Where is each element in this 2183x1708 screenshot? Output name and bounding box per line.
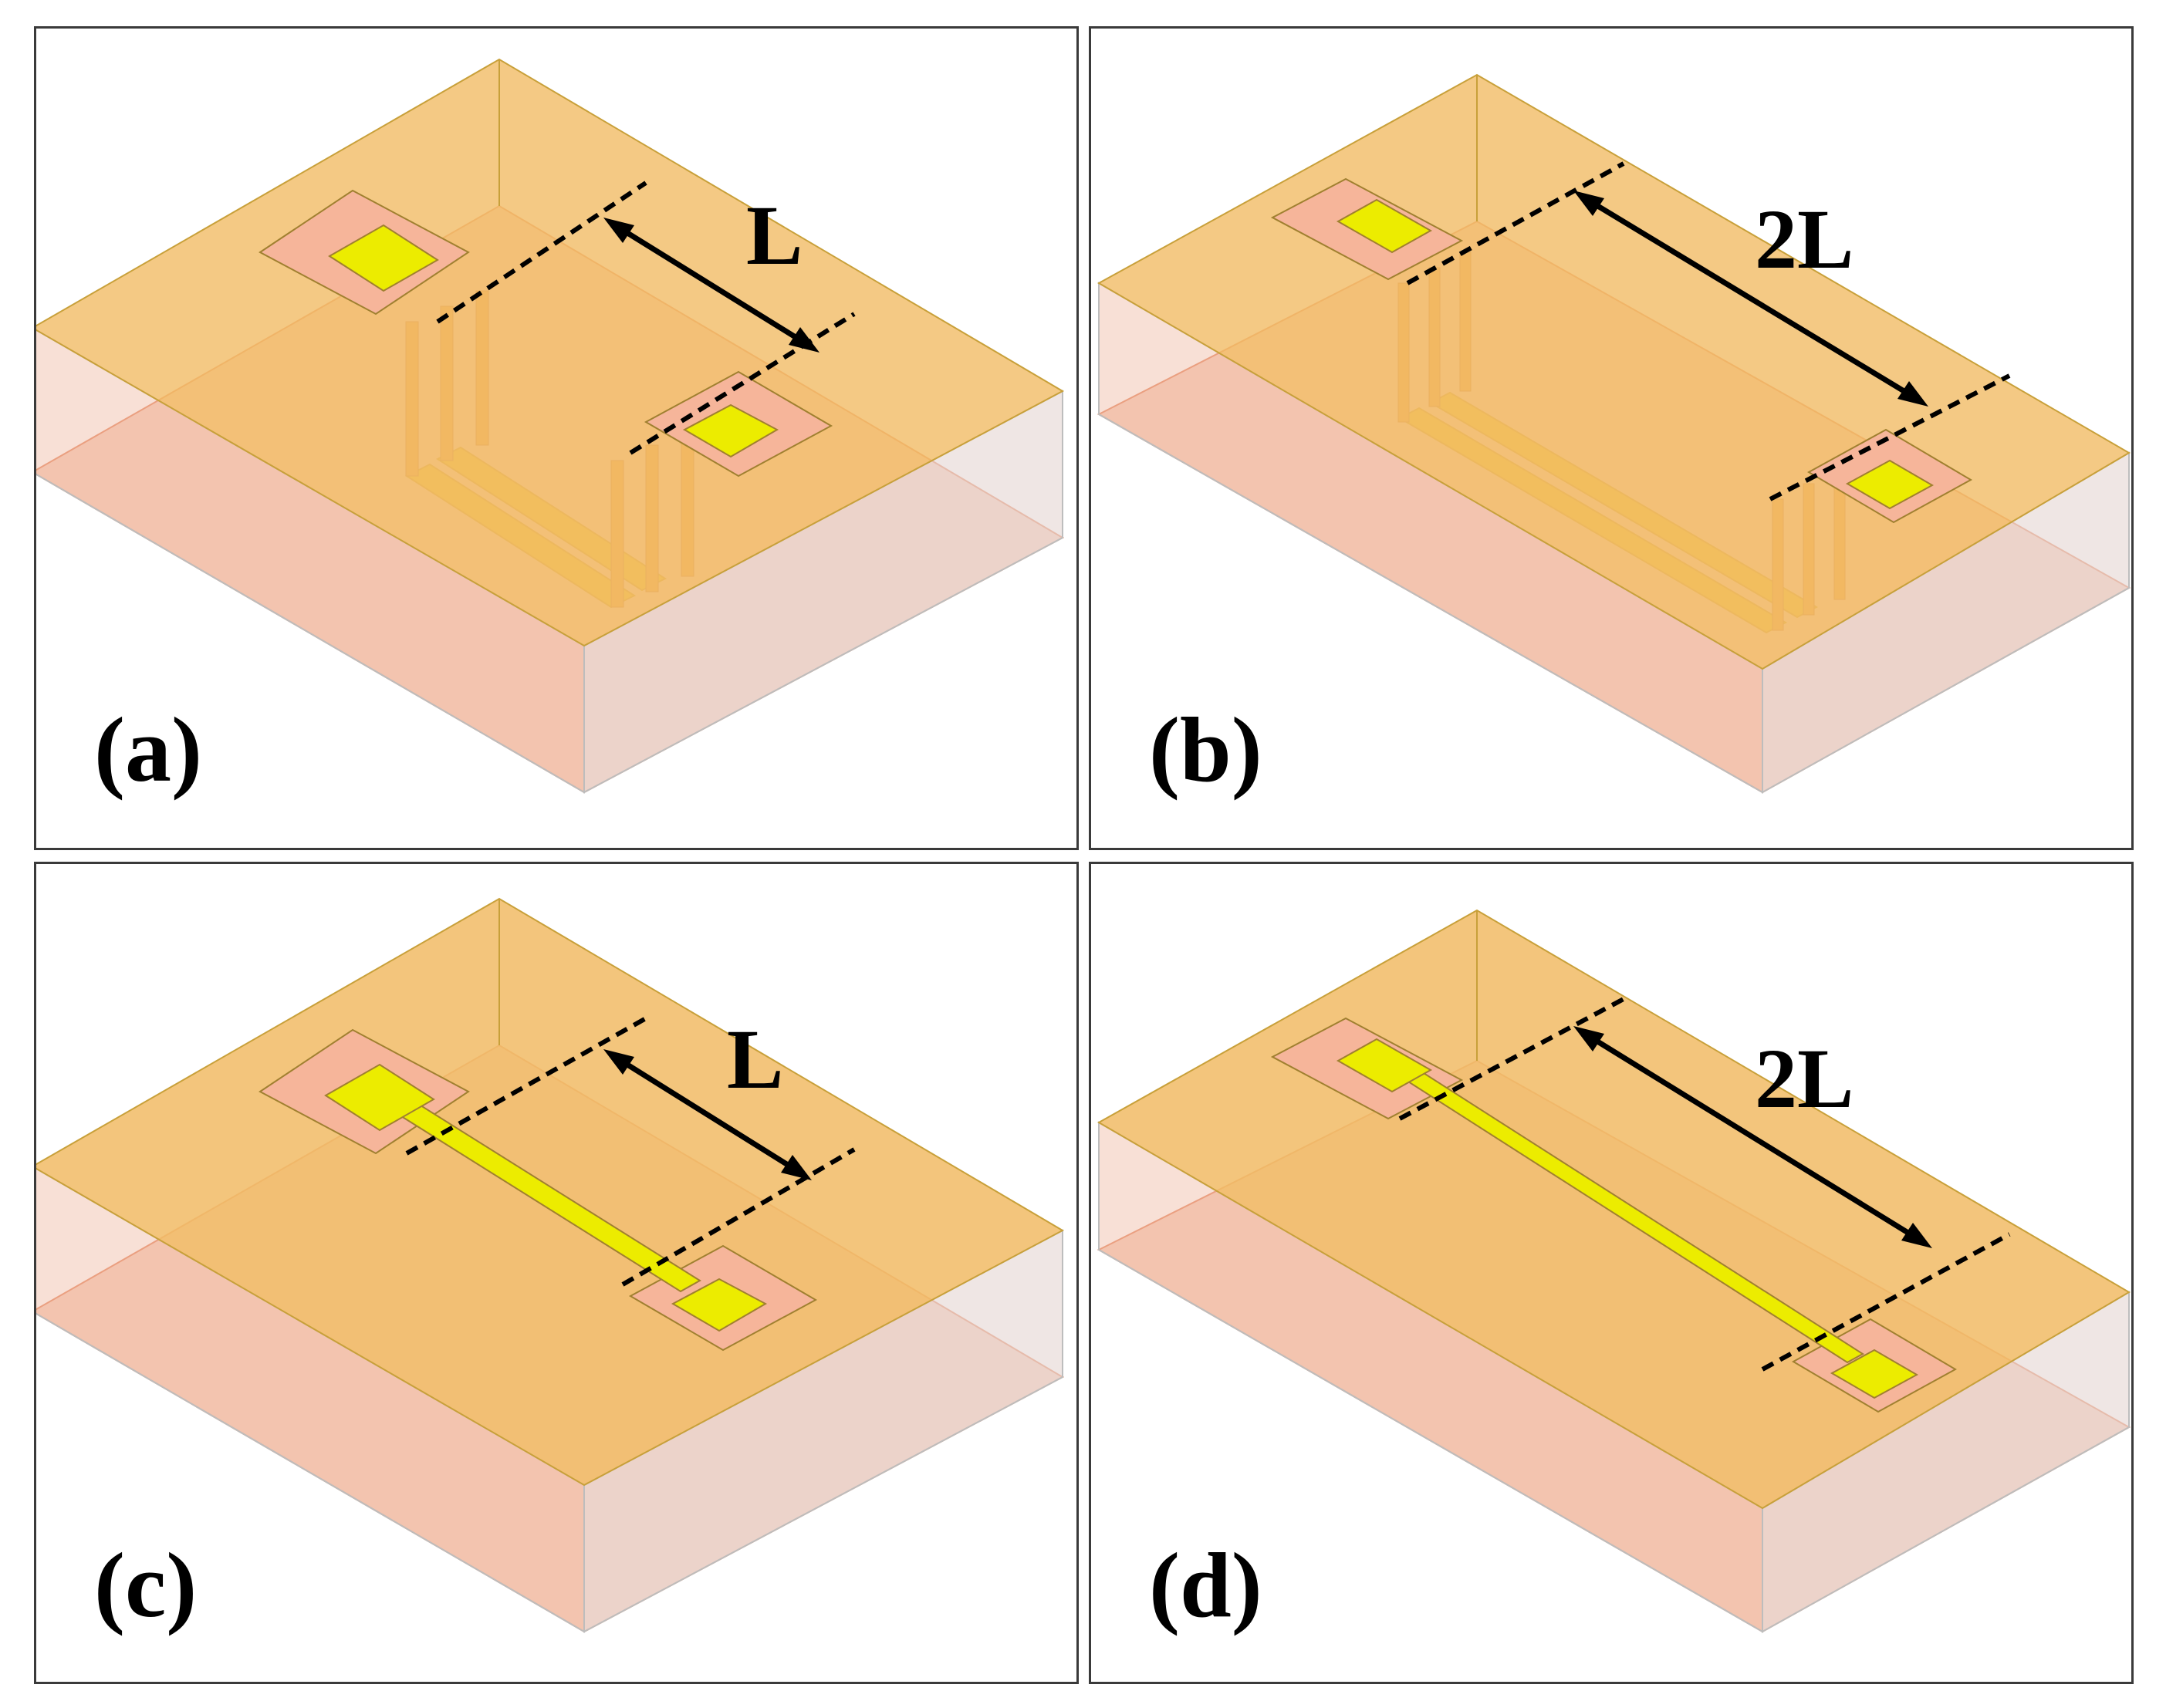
dimension-arrow bbox=[613, 223, 809, 347]
dimension-label: L bbox=[746, 188, 803, 282]
panel-d: 2L (d) bbox=[1089, 862, 2134, 1684]
dimension-label: 2L bbox=[1755, 1031, 1854, 1126]
reference-line-2 bbox=[621, 1147, 856, 1287]
signal-pad-left bbox=[328, 224, 439, 292]
panel-b-drawing: 2L (b) bbox=[1097, 73, 2131, 801]
reference-line-2 bbox=[1761, 1232, 2011, 1372]
signal-pad-right bbox=[1830, 1349, 1919, 1399]
signal-pad-left bbox=[1336, 1038, 1433, 1093]
signal-pad-left bbox=[1336, 198, 1433, 254]
panel-d-drawing: 2L (d) bbox=[1097, 909, 2131, 1636]
dimension-label: L bbox=[727, 1012, 783, 1106]
signal-pad-right bbox=[682, 403, 779, 458]
signal-pad-left bbox=[324, 1063, 435, 1132]
reference-line-1 bbox=[436, 181, 647, 324]
panel-label: (a) bbox=[94, 698, 202, 801]
panel-c: L (c) bbox=[34, 862, 1079, 1684]
panel-label: (d) bbox=[1149, 1534, 1262, 1636]
panel-a-drawing: L (a) bbox=[36, 58, 1065, 801]
dimension-arrow bbox=[1583, 1031, 1922, 1243]
panel-label: (b) bbox=[1149, 698, 1262, 801]
dimension-arrow bbox=[1583, 196, 1918, 401]
dimension-label: 2L bbox=[1755, 192, 1854, 286]
panel-c-drawing: L (c) bbox=[36, 897, 1065, 1636]
dimension-arrow bbox=[613, 1055, 802, 1175]
signal-pad-right bbox=[671, 1278, 768, 1332]
reference-line-1 bbox=[405, 1016, 647, 1156]
panel-label: (c) bbox=[94, 1534, 197, 1636]
panel-a: L (a) bbox=[34, 26, 1079, 850]
reference-line-1 bbox=[1406, 161, 1625, 285]
substrate-top-face bbox=[36, 58, 1065, 647]
reference-line-2 bbox=[1769, 373, 2011, 501]
panel-b: 2L (b) bbox=[1089, 26, 2134, 850]
reference-line-2 bbox=[629, 312, 856, 455]
reference-line-1 bbox=[1398, 997, 1625, 1121]
signal-pad-right bbox=[1845, 459, 1935, 510]
